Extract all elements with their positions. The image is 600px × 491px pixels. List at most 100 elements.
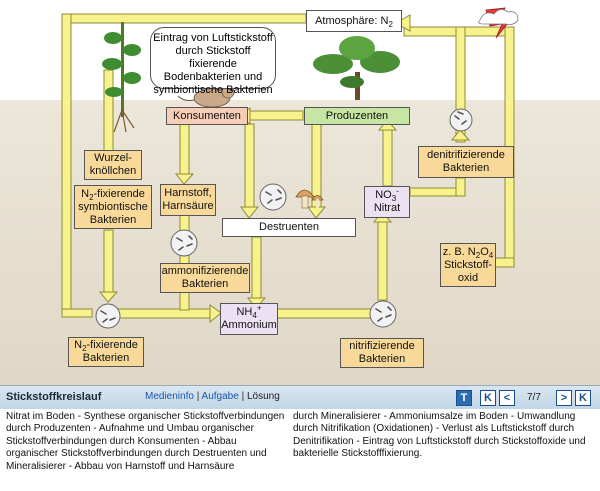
atmosphere-label: Atmosphäre: N	[315, 14, 389, 27]
arrowhead-nh4-left	[209, 304, 222, 324]
toolbar-title: Stickstoffkreislauf	[6, 391, 102, 403]
produzenten-box: Produzenten	[304, 107, 410, 125]
n2sym-sub: 2	[89, 192, 94, 202]
ammonium-box: NH4+ Ammonium	[220, 303, 278, 335]
nox-sub2: 4	[488, 250, 494, 260]
konsumenten-box: Konsumenten	[166, 107, 248, 125]
harnstoff-box: Harnstoff, Harnsäure	[160, 184, 216, 216]
no3-sub: 3	[391, 194, 397, 204]
ammonifiz-line1: ammonifizierende	[161, 265, 249, 277]
n2bak-prefix: N	[74, 339, 83, 351]
nitrif-line2: Bakterien	[358, 353, 406, 365]
description-col2: durch Mineralisierer - Ammoniumsalze im …	[293, 411, 586, 460]
destruenten-box: Destruenten	[222, 218, 356, 237]
last-page-button[interactable]: K	[575, 390, 591, 406]
link-medieninfo[interactable]: Medieninfo	[145, 391, 194, 402]
arrowhead-produzenten	[377, 119, 398, 131]
no3-sup: -	[396, 186, 399, 196]
wurzelknoellchen-box: Wurzel- knöllchen	[84, 150, 142, 180]
denitrif-box: denitrifizierende Bakterien	[418, 146, 514, 178]
speech-bubble: Eintrag von Luftstickstoff durch Stickst…	[150, 27, 276, 96]
n2sym-line2: symbiontische	[78, 200, 148, 213]
harnstoff-line1: Harnstoff,	[164, 187, 212, 199]
ammonifiz-box: ammonifizierende Bakterien	[160, 263, 250, 293]
destruenten-label: Destruenten	[259, 221, 319, 233]
nitrat-box: NO3- Nitrat	[364, 186, 410, 218]
harnstoff-line2: Harnsäure	[162, 200, 214, 212]
n2-fix-symbiont-box: N2-fixierende symbiontische Bakterien	[74, 185, 152, 229]
nh4-sup: +	[256, 303, 262, 313]
n2sym-line3: Bakterien	[89, 213, 137, 226]
prev-page-button[interactable]: <	[499, 390, 515, 406]
n2sym-prefix: N	[81, 187, 90, 200]
arrowhead-destru	[240, 206, 260, 219]
bottom-toolbar: Stickstoffkreislauf Medieninfo | Aufgabe…	[0, 385, 600, 409]
bacteria-icon-ammonif	[170, 229, 198, 257]
arrow-nitrif-up	[377, 219, 388, 301]
toolbar-links: Medieninfo | Aufgabe | Lösung	[145, 391, 280, 402]
description-col1: Nitrat im Boden - Synthese organischer S…	[6, 411, 285, 472]
arrow-left-bottom	[61, 308, 93, 318]
nh4-sub: 4	[252, 311, 257, 321]
arrow-prod-to-kons	[247, 110, 304, 121]
bacteria-icon-destruenten	[259, 183, 287, 211]
arrowhead-harn	[174, 173, 195, 185]
link-aufgabe[interactable]: Aufgabe	[201, 391, 239, 402]
n2bak-sub: 2	[82, 344, 87, 354]
nh4-a: NH	[236, 306, 253, 318]
atmosphere-sub: 2	[388, 19, 393, 29]
mushroom-icon	[295, 189, 324, 209]
n2bak-rest: -fixierende	[86, 339, 138, 351]
diagram-stage: Atmosphäre: N2 Eintrag von Luftstickstof…	[0, 0, 600, 385]
next-page-button[interactable]: >	[556, 390, 572, 406]
arrow-nh4-nitrif	[276, 308, 378, 319]
ammonium-line2: Ammonium	[221, 319, 277, 331]
denitrif-line2: Bakterien	[442, 162, 490, 174]
bubble-text: Eintrag von Luftstickstoff durch Stickst…	[153, 32, 273, 96]
arrow-kons-destru	[244, 123, 255, 210]
ammonifiz-line2: Bakterien	[181, 278, 229, 290]
arrow-ammon-nh4	[179, 289, 190, 311]
arrow-top-left	[61, 13, 307, 24]
nox-sub1: 2	[475, 250, 481, 260]
nitrat-line2: Nitrat	[373, 202, 401, 214]
arrow-denitrif-vertical	[455, 26, 466, 143]
arrowhead-destru-2	[307, 206, 327, 219]
arrow-destru-nh4	[251, 236, 262, 302]
flow-arrows	[61, 7, 519, 329]
page-indicator: 7/7	[527, 392, 541, 403]
nox-a: z. B. N	[442, 245, 476, 258]
first-page-button[interactable]: K	[480, 390, 496, 406]
link-loesung[interactable]: Lösung	[246, 391, 280, 402]
tree-icon	[313, 36, 400, 100]
arrowhead-denitrif	[450, 129, 471, 141]
arrow-kons-harnstoff	[179, 123, 190, 177]
arrowhead-atmos	[394, 14, 411, 32]
plant-icon	[102, 22, 141, 133]
n2sym-rest: -fixierende	[93, 187, 145, 200]
bacteria-icon-denitrif	[449, 108, 473, 132]
bacteria-icon-n2fix	[95, 303, 121, 329]
n2bak-line2: Bakterien	[82, 352, 130, 364]
arrow-denitrif-riser	[455, 177, 466, 197]
bacteria-icon-nitrif	[369, 300, 397, 328]
mouse-icon	[177, 85, 235, 108]
wurzel-line1: Wurzel-	[94, 152, 132, 164]
cloud-icon	[478, 9, 519, 25]
arrow-nitrat-prod	[382, 123, 393, 187]
konsumenten-label: Konsumenten	[173, 109, 241, 122]
nox-b: O	[480, 245, 489, 258]
arrowhead-n2fix	[98, 291, 119, 303]
produzenten-label: Produzenten	[325, 109, 389, 122]
nox-line3: oxid	[457, 271, 479, 284]
arrow-left-vertical	[61, 13, 72, 317]
denitrif-line1: denitrifizierende	[427, 149, 505, 161]
wurzel-line2: knöllchen	[89, 165, 137, 177]
n2-fix-bakterien-box: N2-fixierende Bakterien	[68, 337, 144, 367]
nox-line2: Stickstoff-	[443, 258, 493, 271]
arrow-wurzel-down	[103, 229, 114, 295]
stickstoffoxid-box: z. B. N2O4 Stickstoff- oxid	[440, 243, 496, 287]
atmosphere-box: Atmosphäre: N2	[306, 10, 402, 32]
no3-a: NO	[375, 189, 392, 201]
text-toggle-button[interactable]: T	[456, 390, 472, 406]
